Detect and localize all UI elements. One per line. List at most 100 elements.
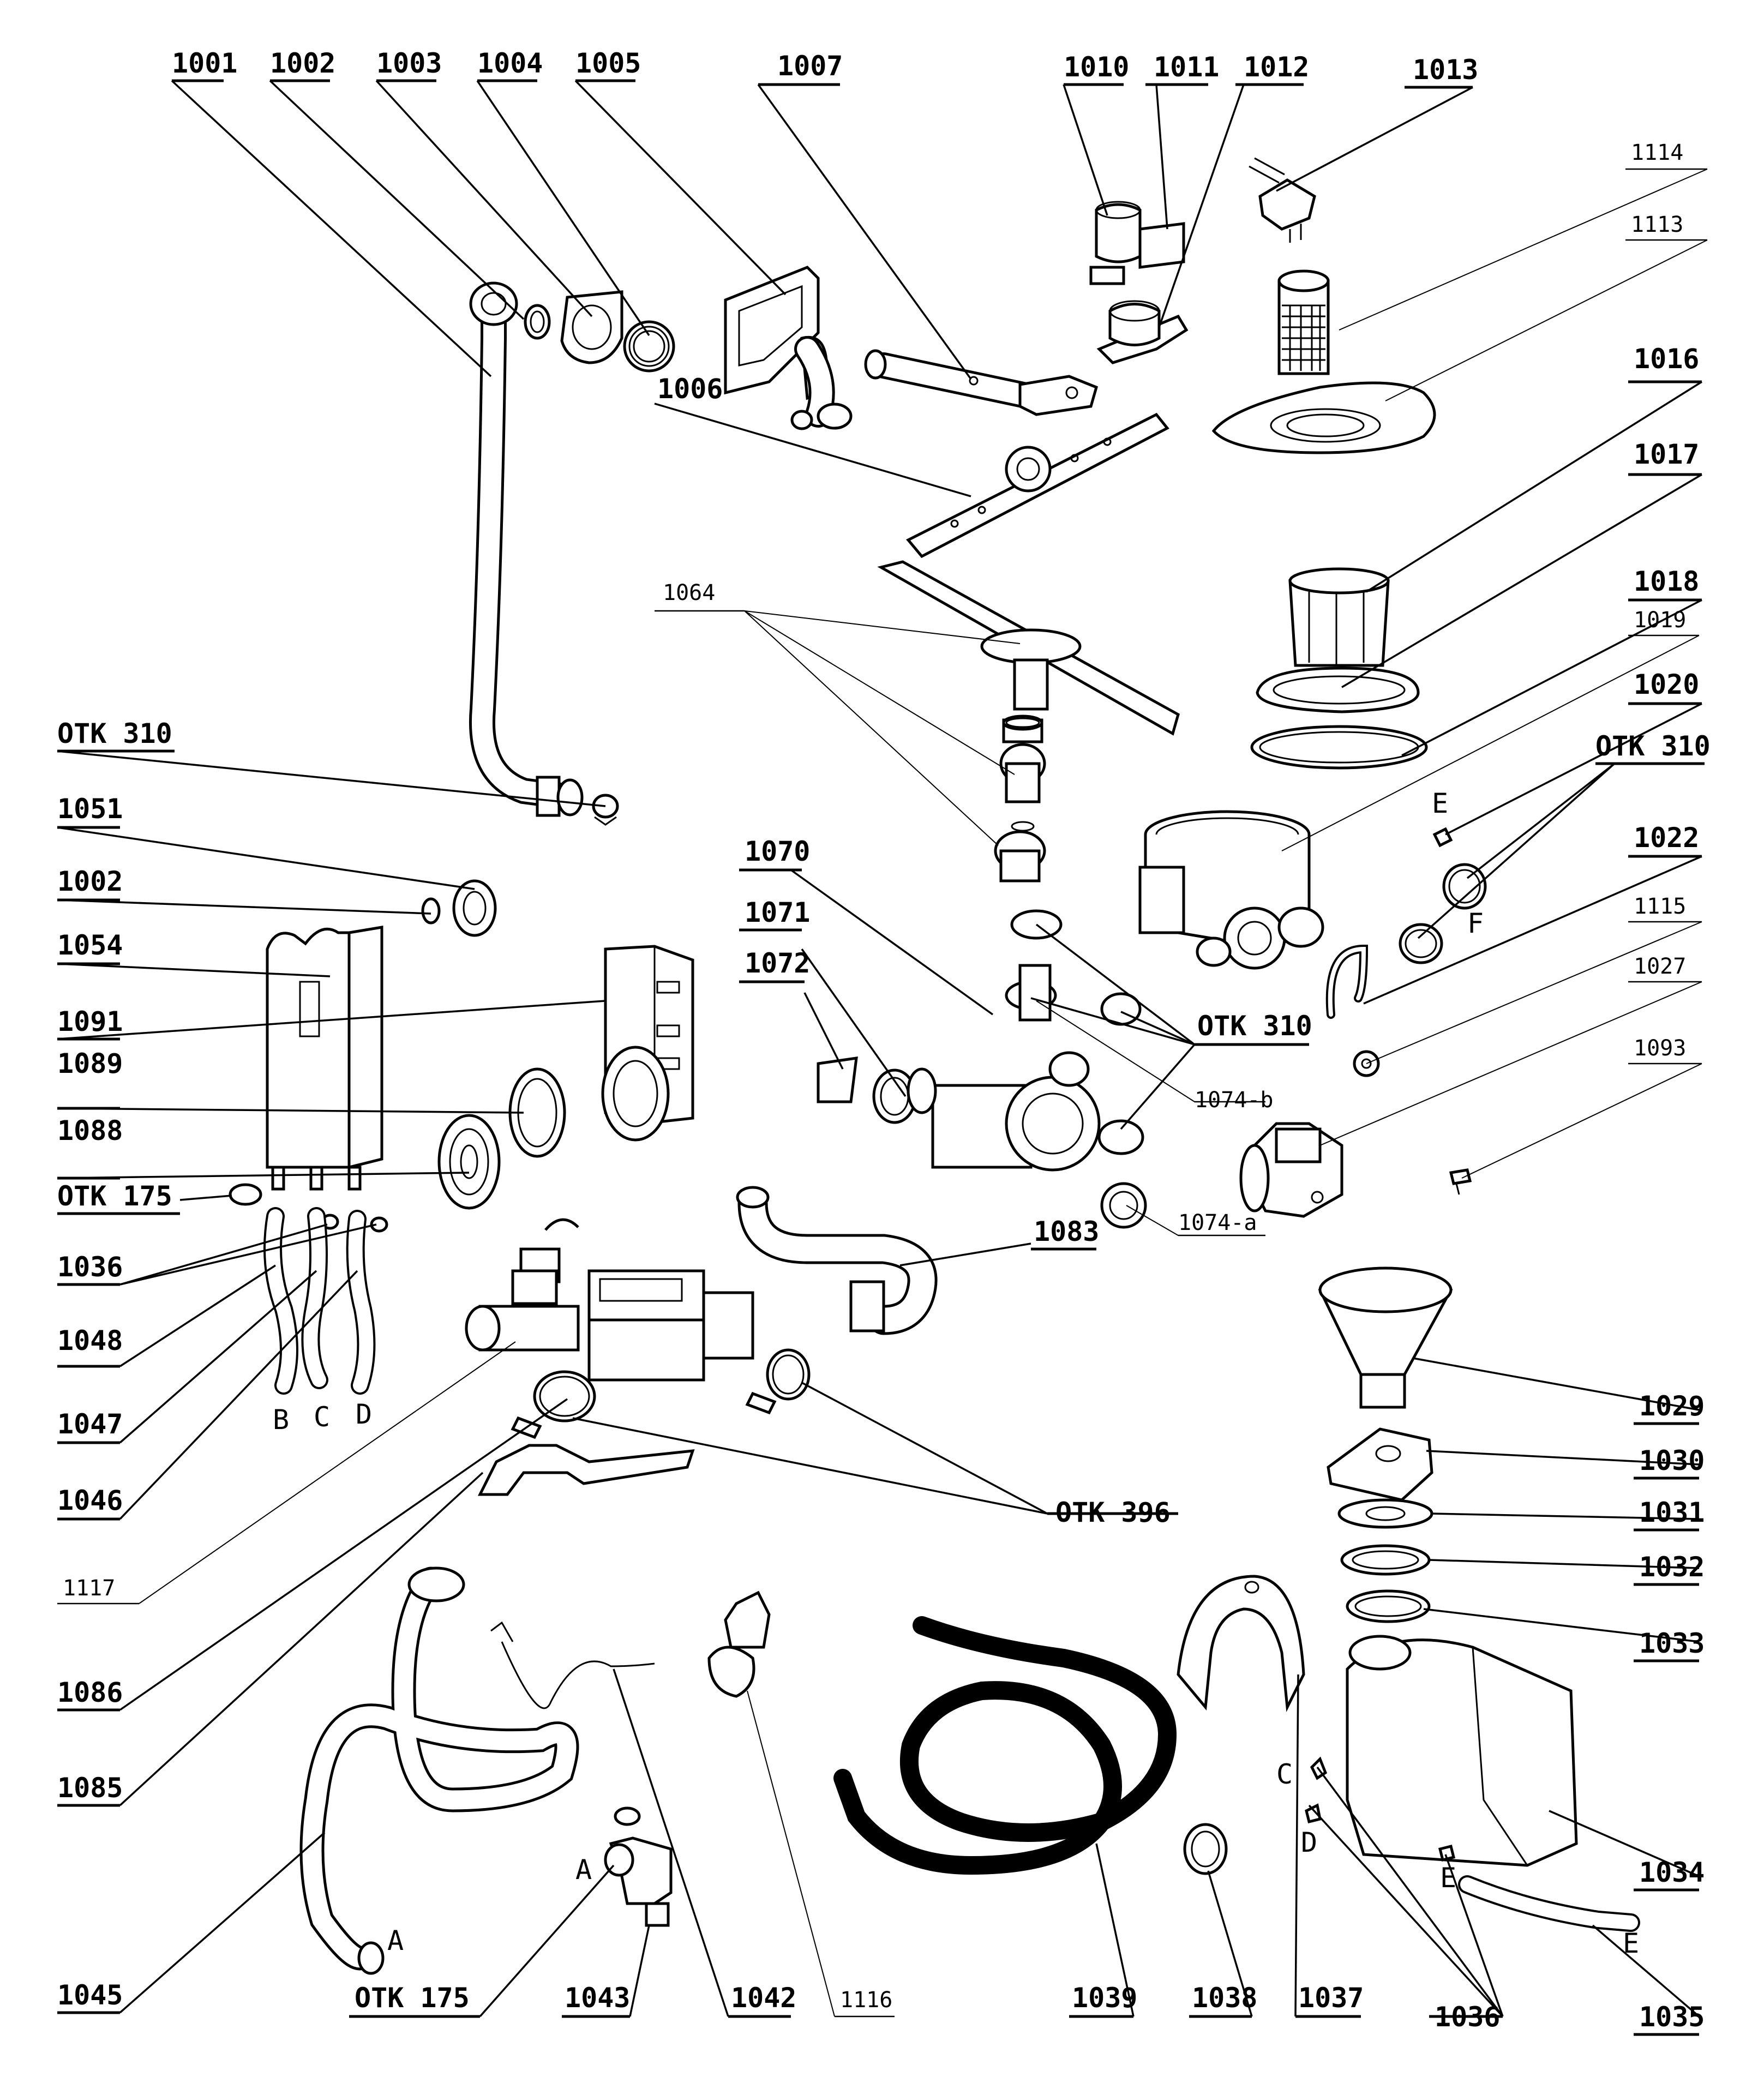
lower-spray-arm-part (877, 560, 1180, 883)
inlet-valve-block (465, 1218, 754, 1496)
label-1086: 1086 (57, 1677, 123, 1712)
callout-text: 1031 (1639, 1497, 1705, 1528)
label-1030: 1030 (1634, 1445, 1705, 1480)
label-1051: 1051 (57, 793, 123, 829)
callout-text: A (575, 1854, 592, 1886)
callout-text: 1022 (1634, 822, 1699, 854)
callout-text: 1064 (663, 580, 715, 605)
label-1064: 1064 (655, 580, 745, 612)
callout-text: A (387, 1925, 404, 1956)
label-1036-left: 1036 (57, 1251, 123, 1286)
label-1088: 1088 (57, 1115, 123, 1180)
dispenser-parts (437, 945, 694, 1210)
label-1043: 1043 (562, 1982, 630, 2018)
callout-text: 1046 (57, 1485, 123, 1516)
heater-parts (1239, 1050, 1472, 1218)
callout-text: B (273, 1404, 289, 1436)
callout-text: 1002 (270, 47, 335, 79)
callout-text: 1003 (376, 47, 442, 79)
label-1116: 1116 (835, 1988, 895, 2018)
callout-text: 1074-b (1195, 1088, 1274, 1113)
callout-text: 1030 (1639, 1445, 1705, 1476)
callout-text: 1034 (1639, 1857, 1705, 1888)
sump-part (1138, 810, 1324, 970)
upper-spray-tube-part (864, 349, 1099, 416)
label-1042: 1042 (728, 1982, 796, 2018)
callout-text: OTK 175 (355, 1982, 470, 2014)
label-1012: 1012 (1235, 51, 1309, 86)
label-1006: 1006 (657, 373, 723, 405)
callout-text: 1006 (657, 373, 723, 405)
label-1001: 1001 (172, 47, 237, 82)
connection-letters: B C D A A E F C D E E (273, 788, 1639, 1959)
label-1046: 1046 (57, 1485, 123, 1521)
label-1017: 1017 (1628, 439, 1702, 476)
callout-text: E (1432, 788, 1448, 819)
label-otk310-left: OTK 310 (57, 718, 175, 753)
detergent-stack-part (1177, 1266, 1578, 1867)
label-1005: 1005 (575, 47, 641, 82)
upper-connectors (1089, 201, 1189, 364)
label-1117: 1117 (57, 1576, 139, 1605)
filter-assembly-part (1250, 567, 1428, 770)
label-1004: 1004 (477, 47, 543, 82)
label-1039: 1039 (1069, 1982, 1137, 2018)
callout-text: 1114 (1631, 140, 1683, 165)
drain-tube-part (736, 1186, 938, 1335)
label-1037: 1037 (1295, 1982, 1364, 2018)
callout-text: 1085 (57, 1772, 123, 1804)
label-otk310-center: OTK 310 (1195, 1010, 1312, 1046)
callout-text: 1013 (1413, 54, 1478, 86)
callout-text: 1071 (745, 897, 810, 928)
filter-plate-part (1211, 269, 1436, 454)
small-fittings-upper (524, 266, 853, 430)
label-1047: 1047 (57, 1408, 123, 1444)
label-1034: 1034 (1634, 1857, 1705, 1892)
callout-text: 1001 (172, 47, 237, 79)
callout-text: 1002 (57, 866, 123, 897)
callout-text: 1083 (1034, 1216, 1099, 1247)
drain-hose-part (833, 1616, 1228, 1875)
label-1020: 1020 (1628, 669, 1702, 705)
callout-text: 1093 (1634, 1036, 1686, 1061)
label-1016: 1016 (1628, 343, 1702, 383)
left-seals (421, 879, 497, 937)
label-1093: 1093 (1628, 1036, 1702, 1065)
label-1113: 1113 (1625, 212, 1707, 241)
callout-text: 1032 (1639, 1551, 1705, 1583)
label-1033: 1033 (1634, 1628, 1705, 1662)
label-otk310-right: OTK 310 (1595, 730, 1711, 765)
callout-text: 1019 (1634, 608, 1686, 633)
label-1032: 1032 (1634, 1551, 1705, 1586)
callout-text: D (1301, 1827, 1317, 1858)
callout-text: C (314, 1401, 330, 1433)
label-1002-lower: 1002 (57, 866, 123, 902)
label-1022: 1022 (1628, 822, 1702, 858)
label-1074-b: 1074-b (1195, 1088, 1274, 1113)
label-1010: 1010 (1064, 51, 1129, 86)
label-otk396: OTK 396 (1047, 1497, 1178, 1528)
callout-text: 1043 (565, 1982, 630, 2014)
label-1027: 1027 (1628, 954, 1702, 983)
callout-text: 1027 (1634, 954, 1686, 979)
label-1029: 1029 (1634, 1390, 1705, 1425)
label-1036-right: 1036 (1429, 2001, 1503, 2033)
label-1019: 1019 (1628, 608, 1699, 637)
callout-text: OTK 175 (57, 1180, 172, 1212)
label-1089: 1089 (57, 1048, 123, 1110)
right-clamps (1325, 827, 1487, 1019)
label-1038: 1038 (1189, 1982, 1257, 2018)
callout-text: D (356, 1398, 372, 1430)
callout-text: 1005 (575, 47, 641, 79)
callout-text: 1072 (745, 947, 810, 979)
callout-text: 1091 (57, 1006, 123, 1037)
callout-text: 1116 (840, 1988, 892, 2013)
label-otk175-bottom: OTK 175 (349, 1982, 480, 2018)
label-1011: 1011 (1145, 51, 1219, 86)
callout-text: 1020 (1634, 669, 1699, 700)
aquastop-parts (490, 1590, 771, 1927)
label-1018: 1018 (1628, 566, 1702, 602)
callout-text: OTK 310 (57, 718, 172, 749)
callout-text: 1018 (1634, 566, 1699, 597)
